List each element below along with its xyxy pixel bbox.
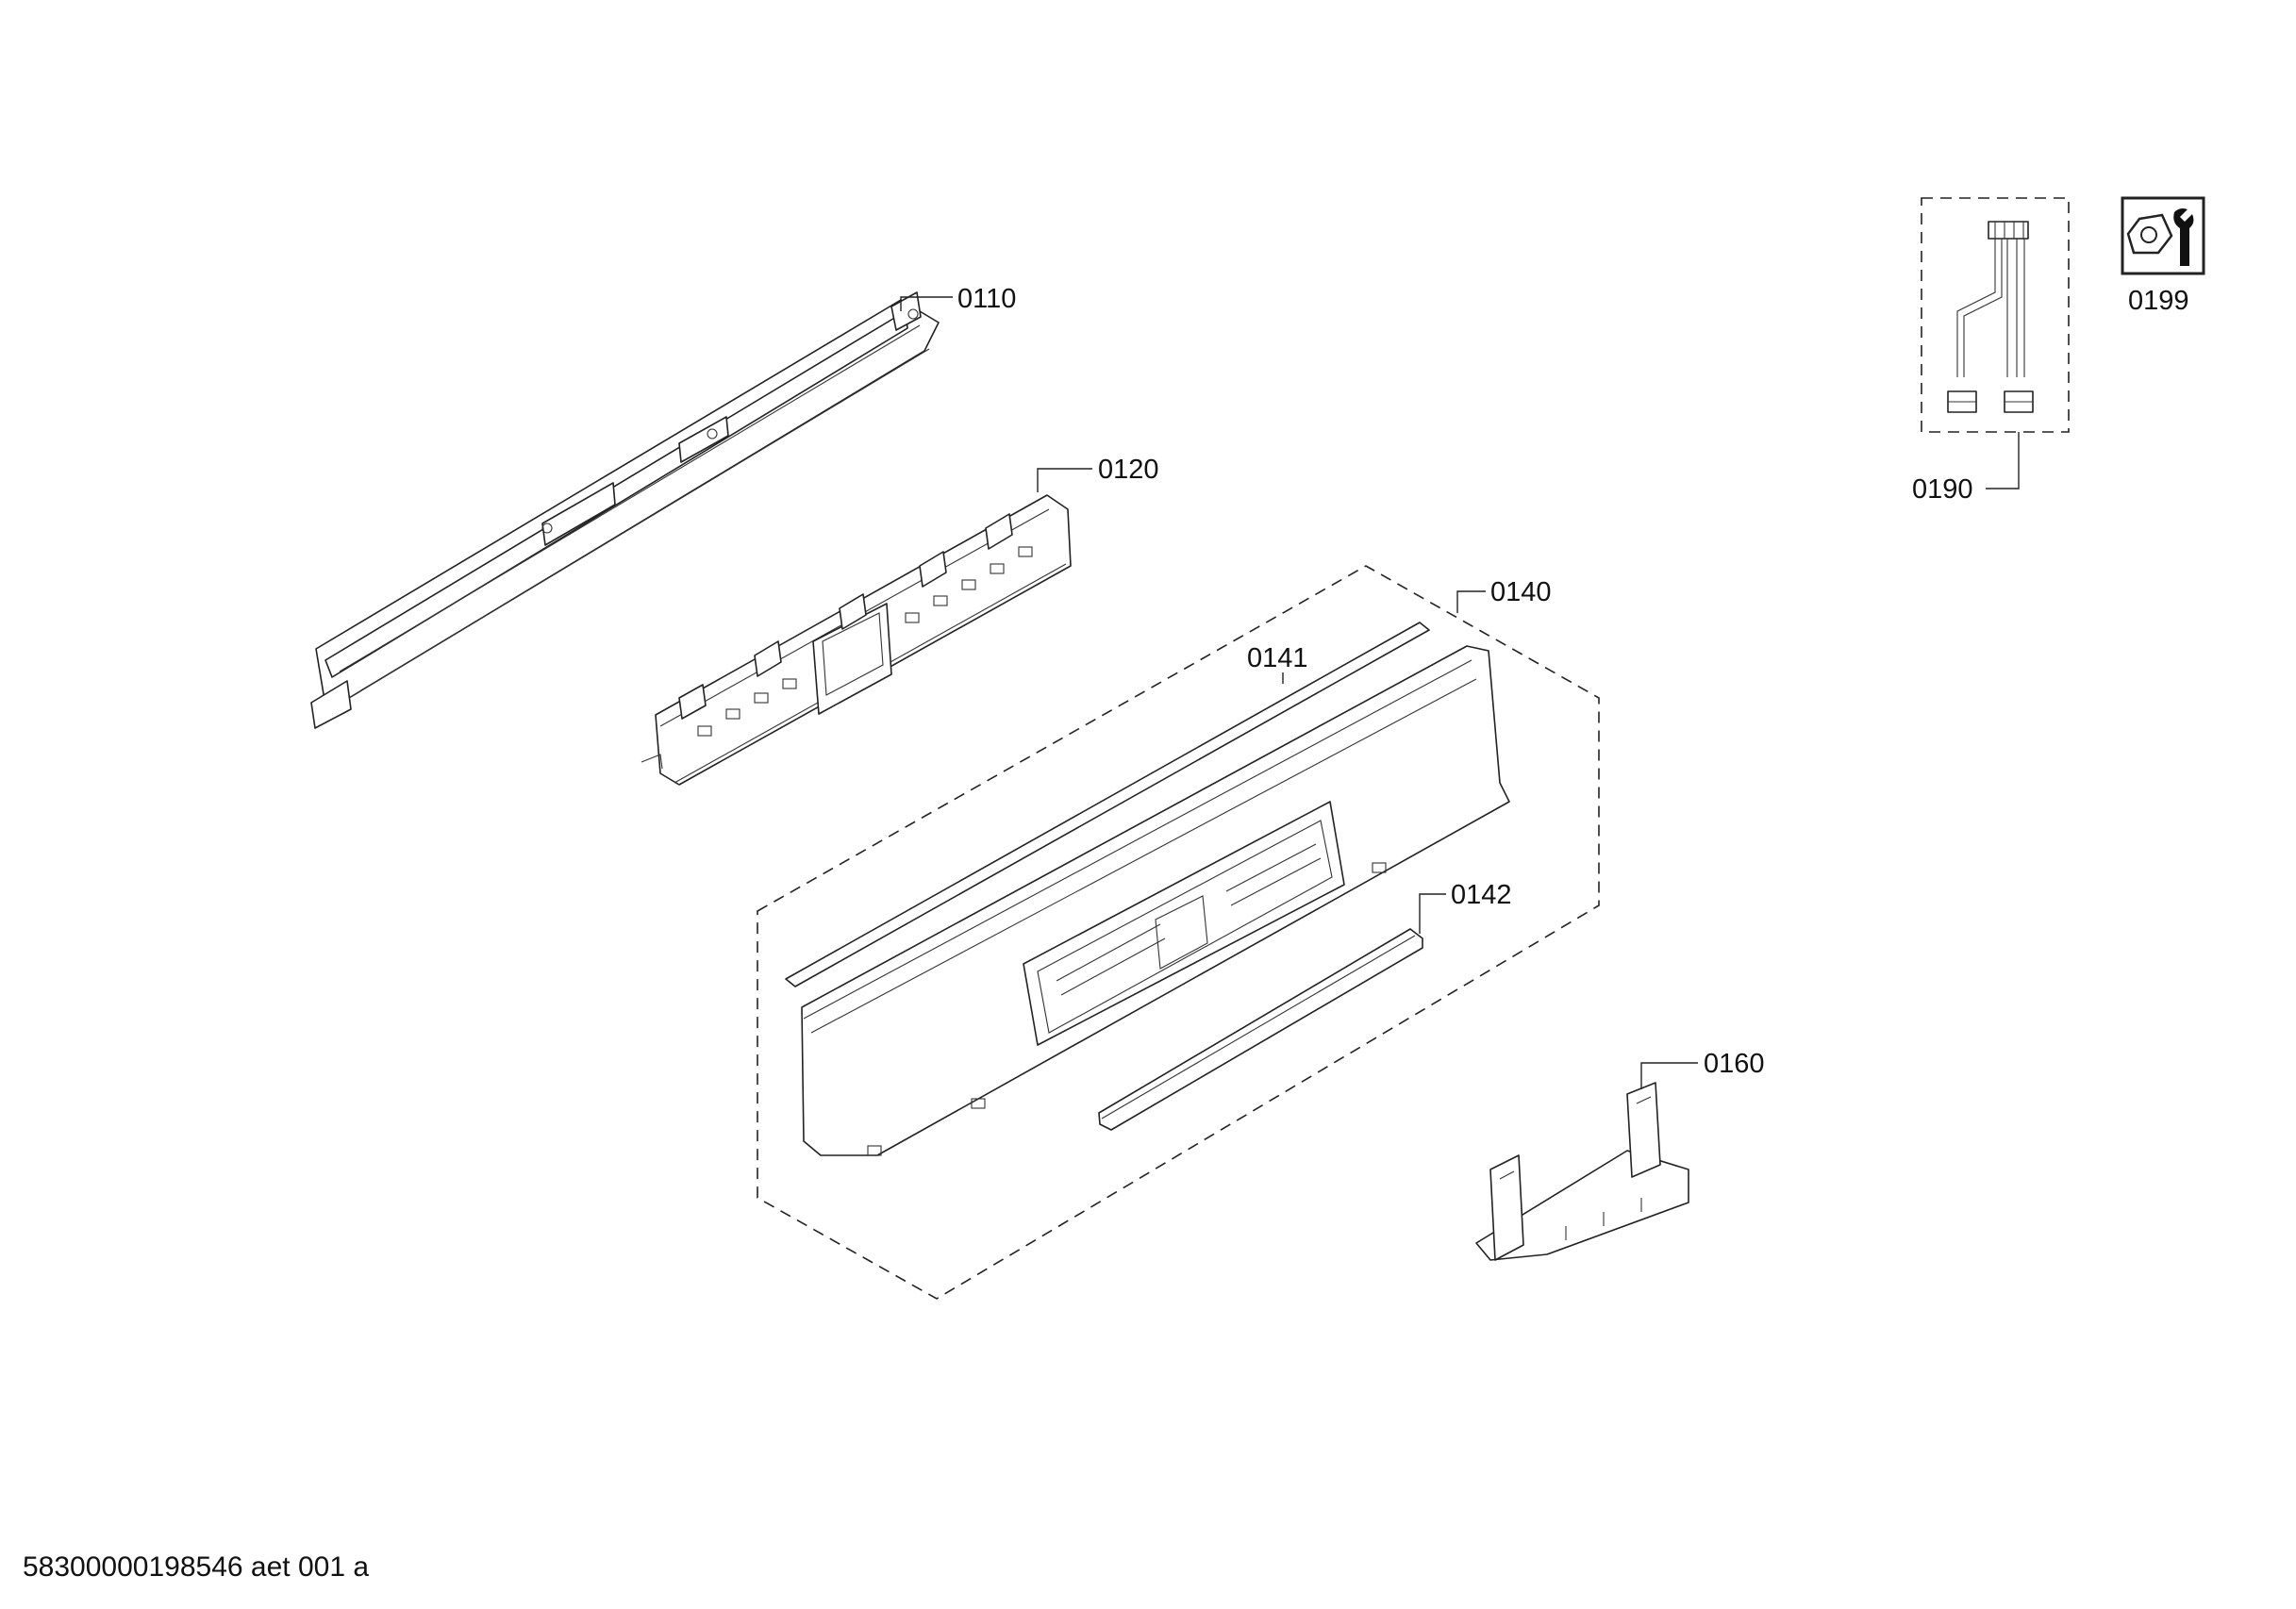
part-0190-cable-harness[interactable] bbox=[1921, 197, 2070, 433]
part-0199-service-icon[interactable] bbox=[2121, 196, 2205, 275]
callout-0160: 0160 bbox=[1704, 1049, 1765, 1079]
callout-0120: 0120 bbox=[1098, 455, 1159, 485]
leader-0110 bbox=[900, 296, 953, 311]
part-0140-control-panel[interactable] bbox=[801, 645, 1510, 1156]
callout-0190: 0190 bbox=[1912, 474, 1973, 505]
document-id: 58300000198546 aet 001 a bbox=[23, 1551, 370, 1583]
nut-icon bbox=[2126, 213, 2173, 255]
callout-0199: 0199 bbox=[2128, 286, 2189, 316]
part-0141-strip[interactable] bbox=[785, 622, 1430, 987]
part-0120-control-board[interactable] bbox=[641, 494, 1072, 786]
leader-0142 bbox=[1419, 893, 1446, 934]
part-0140-assembly-outline bbox=[757, 565, 1600, 1300]
wrench-icon bbox=[2173, 208, 2194, 266]
leader-0120 bbox=[1037, 468, 1092, 492]
part-0160-bracket[interactable] bbox=[1475, 1082, 1689, 1261]
leader-0140 bbox=[1456, 590, 1486, 613]
callout-0110: 0110 bbox=[957, 284, 1016, 314]
callout-0141: 0141 bbox=[1247, 643, 1308, 673]
part-0110-mounting-rail[interactable] bbox=[310, 291, 940, 729]
part-0142-trim-strip[interactable] bbox=[1098, 928, 1423, 1131]
callout-0142: 0142 bbox=[1451, 880, 1512, 910]
callout-0140: 0140 bbox=[1490, 577, 1552, 607]
leader-0160 bbox=[1640, 1062, 1698, 1089]
leader-0190 bbox=[1986, 432, 2020, 489]
